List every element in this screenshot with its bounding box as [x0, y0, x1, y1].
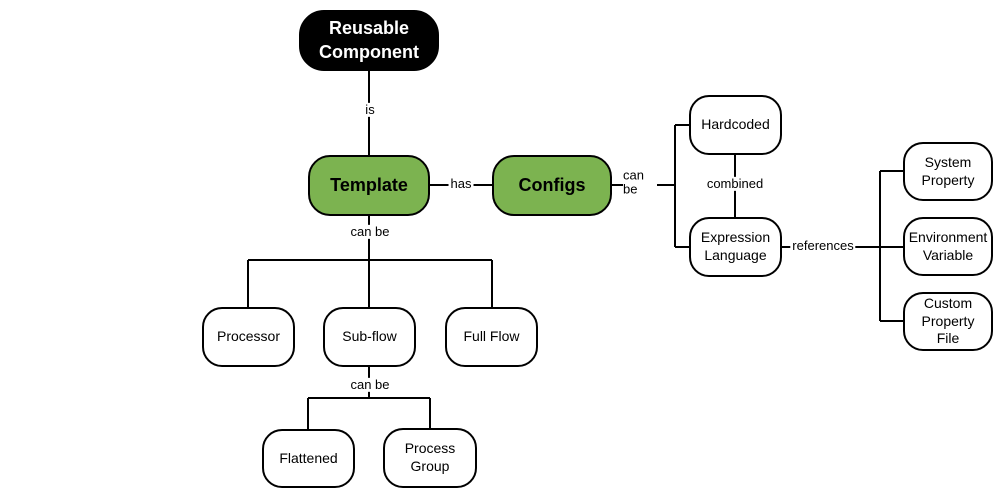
node-system-property: System Property	[903, 142, 993, 201]
node-reusable-component: Reusable Component	[299, 10, 439, 71]
node-configs: Configs	[492, 155, 612, 216]
node-flattened: Flattened	[262, 429, 355, 488]
node-processor: Processor	[202, 307, 295, 367]
edge-label-template-can-be: can be	[348, 223, 392, 240]
node-custom-property-file: Custom Property File	[903, 292, 993, 351]
node-hardcoded: Hardcoded	[689, 95, 782, 155]
edge-label-sub-flow-can-be: can be	[348, 376, 392, 393]
node-expression-language: Expression Language	[689, 217, 782, 277]
node-full-flow: Full Flow	[445, 307, 538, 367]
edge-label-has: has	[448, 175, 474, 192]
edge-label-configs-can-be: can be	[623, 168, 657, 198]
node-template: Template	[308, 155, 430, 216]
node-sub-flow: Sub-flow	[323, 307, 416, 367]
node-process-group: Process Group	[383, 428, 477, 488]
edge-label-is: is	[363, 101, 377, 118]
node-environment-variable: Environment Variable	[903, 217, 993, 276]
edge-label-combined: combined	[704, 175, 766, 192]
edge-label-references: references	[790, 237, 856, 254]
